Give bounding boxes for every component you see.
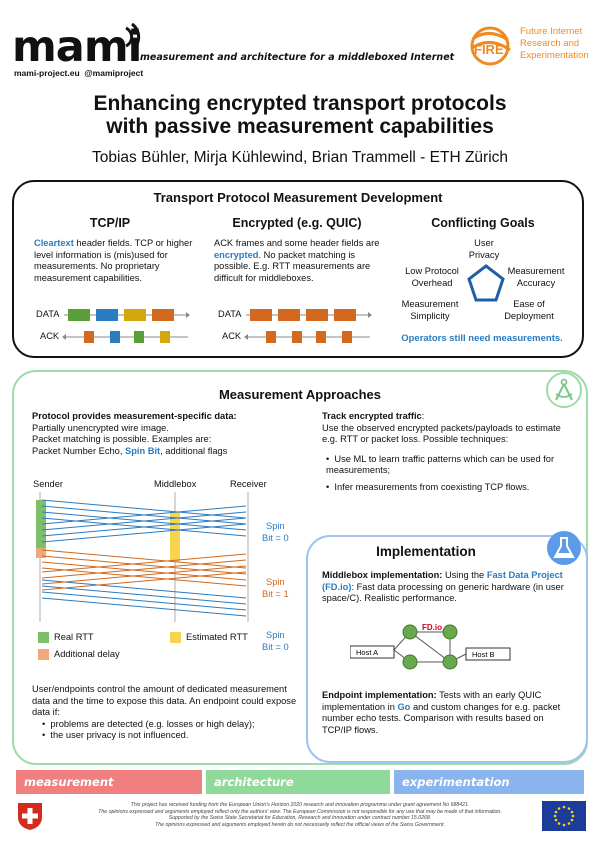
real-rtt-bar (36, 500, 46, 548)
development-heading: Transport Protocol Measurement Developme… (153, 190, 443, 205)
goal-simplicity: Measurement Simplicity (401, 299, 459, 321)
middlebox-impl-text: Middlebox implementation: Using the Fast… (322, 570, 564, 603)
authors: Tobias Bühler, Mirja Kühlewind, Brian Tr… (91, 149, 509, 166)
protocol-text: Protocol provides measurement-specific d… (32, 411, 237, 456)
eu-flag-icon (542, 801, 586, 831)
legend-est-label: Estimated RTT (186, 632, 248, 642)
project-site: mami-project.eu @mamiproject (14, 68, 144, 78)
goals-pentagon-icon (467, 264, 505, 302)
tcp-text: Cleartext header fields. TCP or higher l… (34, 238, 193, 283)
legend-delay-label: Additional delay (54, 649, 120, 659)
spin-bit-1-label: Spin Bit = 1 (262, 577, 289, 599)
estimated-rtt-bar (170, 512, 180, 562)
fire-logo-text: FIRE (474, 42, 504, 57)
endpoint-control-text: User/endpoints control the amount of ded… (32, 684, 302, 742)
spin-bit-0b-label: Spin Bit = 0 (262, 630, 289, 652)
quic-text: ACK frames and some header fields are en… (214, 238, 380, 283)
bullet-ml: • Use ML to learn traffic patterns which… (326, 453, 555, 476)
tcp-packet-diagram (62, 309, 190, 343)
quic-heading: Encrypted (e.g. QUIC) (232, 216, 362, 230)
band-experimentation: experimentation (394, 770, 584, 794)
fire-logo-icon: FIRE (470, 26, 511, 66)
legend-real-label: Real RTT (54, 632, 94, 642)
receiver-label: Receiver (230, 479, 267, 489)
mami-logo: mami (12, 22, 142, 72)
spin-bit-0-label: Spin Bit = 0 (262, 521, 289, 543)
goals-heading: Conflicting Goals (431, 216, 535, 230)
flask-icon (547, 531, 581, 565)
legend-real-swatch (38, 632, 49, 643)
quic-packet-diagram (244, 309, 372, 343)
bullet-problems: • problems are detected (e.g. losses or … (42, 718, 255, 729)
implementation-heading: Implementation (376, 544, 476, 559)
goal-deployment: Ease of Deployment (504, 299, 554, 321)
bullet-tcp: • Infer measurements from coexisting TCP… (326, 481, 530, 492)
band-architecture: architecture (206, 770, 390, 794)
tcp-data-label: DATA (36, 309, 60, 319)
host-a-label: Host A (356, 648, 378, 657)
goal-privacy: User Privacy (468, 238, 500, 260)
legend-delay-swatch (38, 649, 49, 660)
host-b-label: Host B (472, 650, 495, 659)
middlebox-label: Middlebox (154, 479, 197, 489)
legend-est-swatch (170, 632, 181, 643)
fdio-logo: FD.io (422, 623, 442, 632)
topology-diagram: Host A Host B FD.io (350, 623, 511, 670)
delay-bar (36, 548, 46, 558)
spin-bit-diagram (36, 492, 249, 622)
band-measurement: measurement (16, 770, 202, 794)
quic-data-label: DATA (218, 309, 242, 319)
goal-overhead: Low Protocol Overhead (405, 266, 459, 288)
approaches-heading: Measurement Approaches (218, 387, 382, 402)
track-text: Track encrypted traffic: Use the observe… (322, 411, 572, 498)
swiss-coat-of-arms-icon (18, 803, 42, 830)
compass-icon (546, 372, 582, 408)
signal-waves-icon (125, 22, 141, 52)
goals-footer: Operators still need measurements. (401, 333, 563, 344)
tcp-heading: TCP/IP (89, 216, 131, 230)
tagline: measurement and architecture for a middl… (140, 52, 455, 63)
endpoint-impl-text: Endpoint implementation: Tests with an e… (322, 690, 561, 735)
funding-footer: This project has received funding from t… (98, 802, 502, 828)
bullet-privacy: • the user privacy is not influenced. (42, 730, 189, 740)
sender-label: Sender (33, 479, 63, 489)
development-box (12, 180, 584, 358)
goal-accuracy: Measurement Accuracy (507, 266, 565, 288)
quic-ack-label: ACK (222, 331, 242, 341)
tcp-ack-label: ACK (40, 331, 60, 341)
